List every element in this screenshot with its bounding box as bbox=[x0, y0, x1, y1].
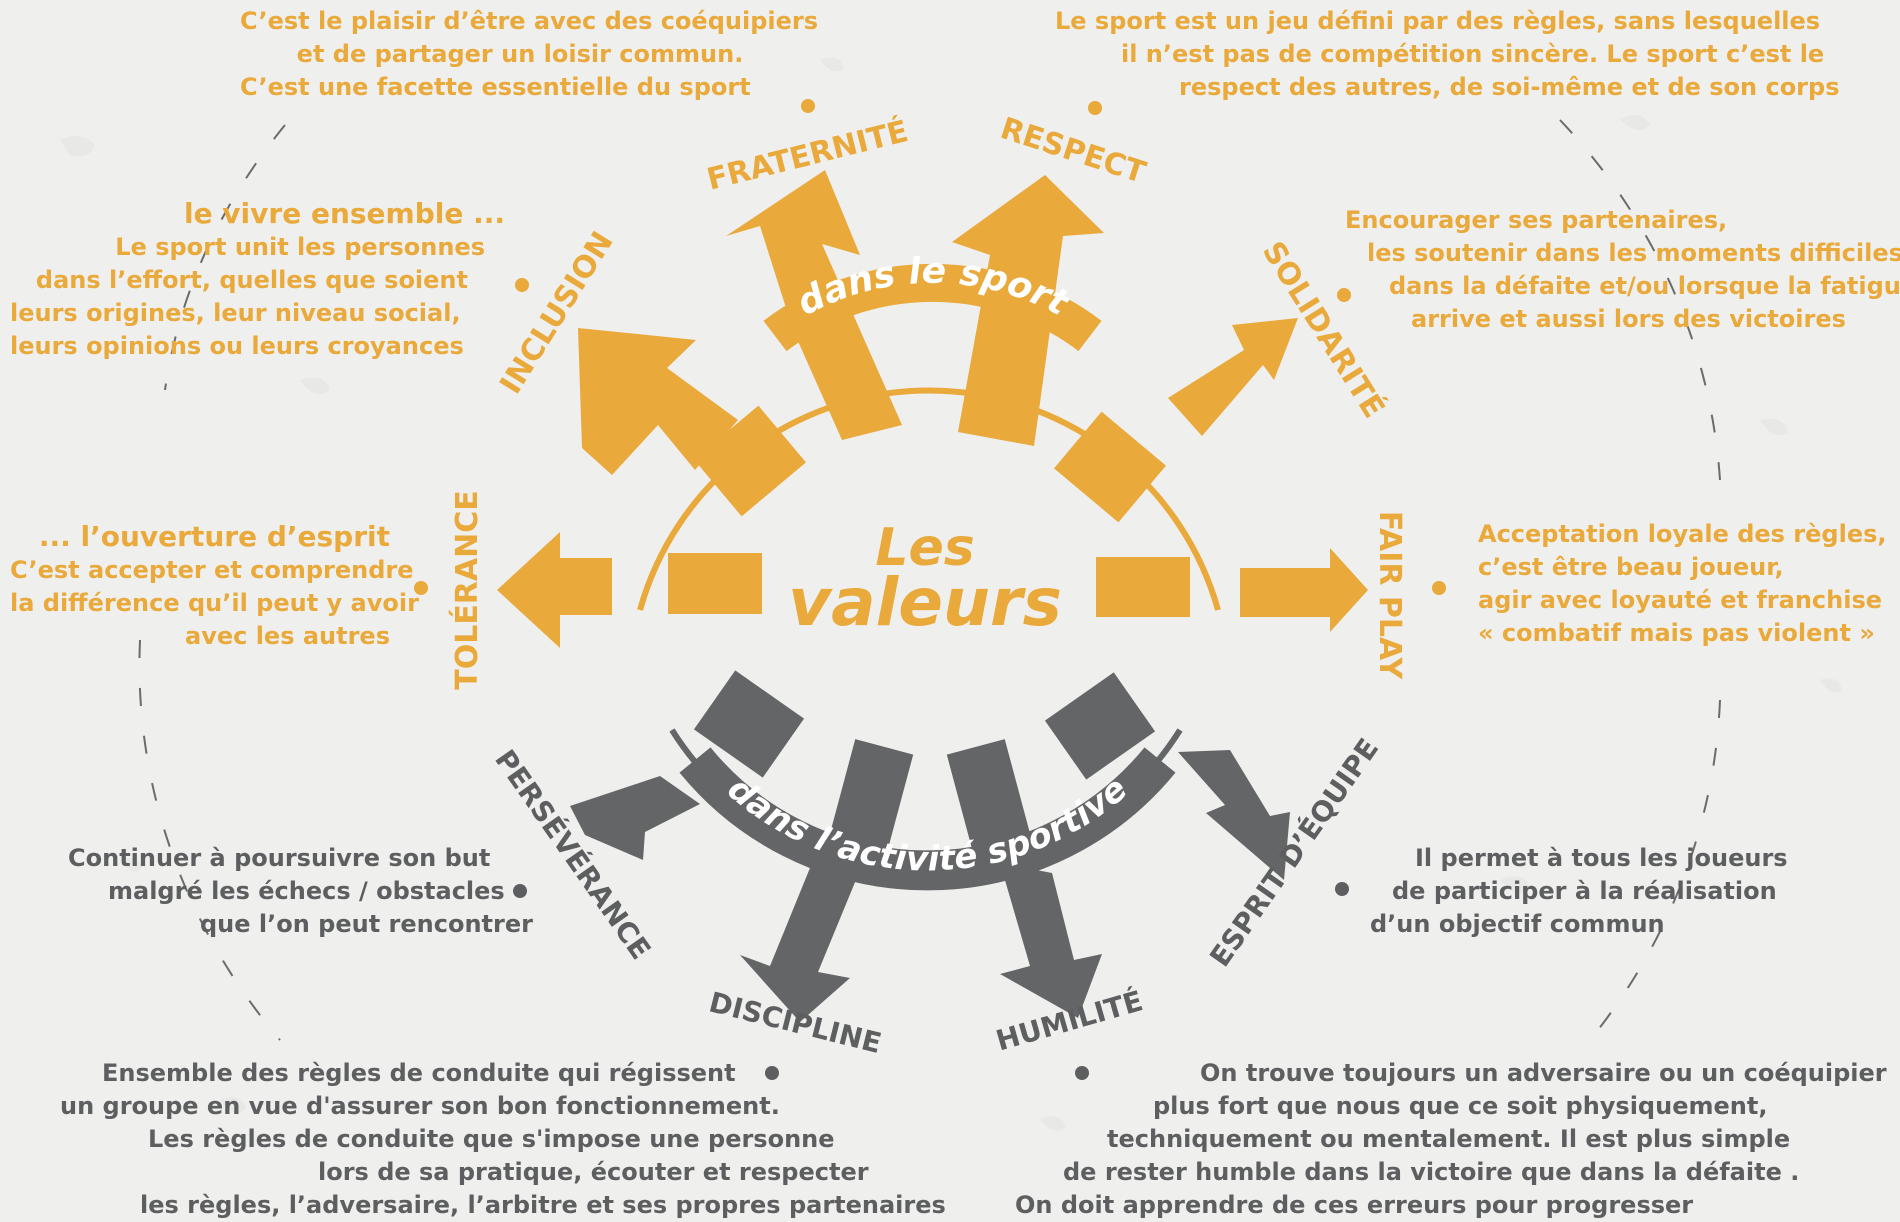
desc-tolerance: ... l’ouverture d’esprit C’est accepter … bbox=[10, 520, 419, 650]
dot-tolerance bbox=[414, 581, 428, 595]
arrow-inclusion bbox=[578, 328, 738, 475]
arrow-esprit-equipe bbox=[1178, 750, 1290, 880]
dot-respect bbox=[1088, 101, 1102, 115]
arc-text-bottom: dans l’activité sportive bbox=[720, 769, 1135, 880]
arrow-tolerance bbox=[497, 532, 612, 648]
dot-fair-play bbox=[1432, 581, 1446, 595]
arrow-solidarite bbox=[1168, 318, 1298, 436]
desc-esprit-equipe: Il permet à tous les joueurs de particip… bbox=[1370, 844, 1788, 938]
desc-fair-play: Acceptation loyale des règles, c’est êtr… bbox=[1478, 520, 1887, 647]
dot-inclusion bbox=[515, 278, 529, 292]
label-fair-play: FAIR PLAY bbox=[1372, 511, 1407, 680]
inner-ring-orange bbox=[637, 387, 1221, 611]
desc-respect: Le sport est un jeu défini par des règle… bbox=[1055, 7, 1840, 101]
arrow-solidarite-block bbox=[1054, 411, 1166, 523]
arrow-humilite-block bbox=[946, 739, 1034, 861]
arrow-discipline-block bbox=[826, 739, 914, 861]
label-respect: RESPECT bbox=[996, 111, 1150, 191]
arrow-inclusion-block bbox=[694, 405, 806, 517]
arrow-humilite bbox=[1000, 863, 1102, 1018]
dot-perseverance bbox=[513, 884, 527, 898]
arrow-discipline bbox=[740, 863, 858, 1022]
desc-solidarite: Encourager ses partenaires, les soutenir… bbox=[1345, 206, 1900, 333]
arrow-tolerance-block bbox=[668, 553, 762, 614]
desc-humilite: On trouve toujours un adversaire ou un c… bbox=[1015, 1059, 1887, 1219]
arrow-perseverance bbox=[570, 776, 700, 860]
center-title-line1: Les bbox=[875, 518, 974, 578]
dot-humilite bbox=[1075, 1066, 1089, 1080]
label-tolerance: TOLÉRANCE bbox=[449, 490, 485, 690]
arrow-perseverance-block bbox=[693, 670, 805, 778]
banner-bottom bbox=[679, 747, 1176, 891]
desc-fraternite: C’est le plaisir d’être avec des coéquip… bbox=[240, 7, 818, 101]
arrow-fairplay-block bbox=[1096, 557, 1190, 617]
banner-top bbox=[763, 263, 1102, 352]
dot-esprit-equipe bbox=[1335, 882, 1349, 896]
dot-fraternite bbox=[801, 99, 815, 113]
inclusion-heading: le vivre ensemble ... bbox=[183, 197, 505, 230]
desc-perseverance: Continuer à poursuivre son but malgré le… bbox=[68, 844, 533, 938]
arrow-fairplay bbox=[1240, 548, 1368, 632]
desc-inclusion: le vivre ensemble ... Le sport unit les … bbox=[10, 197, 510, 363]
dashed-outer-ring bbox=[138, 119, 1721, 1041]
dot-solidarite bbox=[1337, 288, 1351, 302]
dot-discipline bbox=[765, 1066, 779, 1080]
tolerance-heading: ... l’ouverture d’esprit bbox=[38, 520, 390, 553]
arrow-esprit-equipe-block bbox=[1044, 672, 1156, 780]
desc-discipline: Ensemble des règles de conduite qui régi… bbox=[60, 1059, 946, 1219]
center-title-line2: valeurs bbox=[788, 564, 1062, 641]
